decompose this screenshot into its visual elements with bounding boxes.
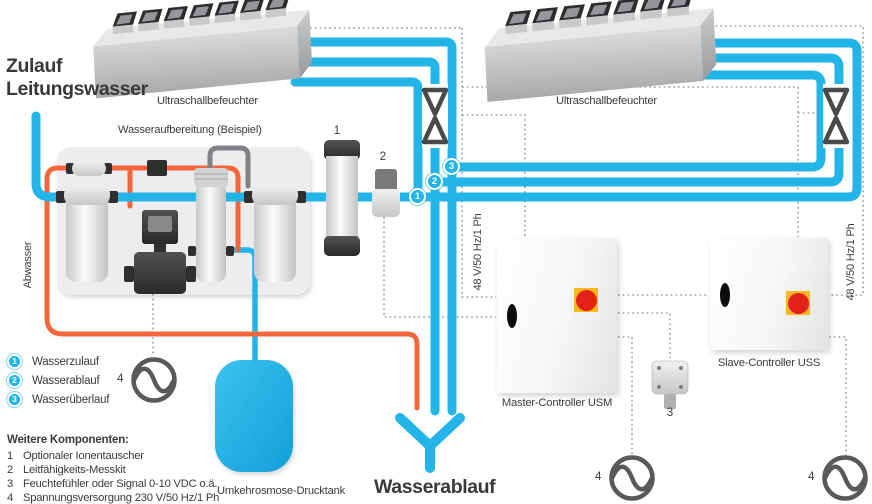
valve-icon-right xyxy=(822,84,850,148)
legend-label-1: Wasserzulauf xyxy=(32,355,99,368)
voltage-right-label: 48 V/50 Hz/1 Ph xyxy=(845,223,857,301)
legend-item-overflow: 3 Wasserüberlauf xyxy=(7,392,110,407)
slave-display-oval xyxy=(720,283,730,307)
component-item-label: Feuchtefühler oder Signal 0-10 VDC o.ä. xyxy=(23,478,218,490)
ion-exchanger-number: 1 xyxy=(333,125,341,137)
power-left-number: 4 xyxy=(117,373,124,385)
pipe-marker-2: 2 xyxy=(426,173,443,190)
humidifier-right-label: Ultraschallbefeuchter xyxy=(556,95,657,107)
red-button-icon xyxy=(787,292,809,314)
ion-exchanger xyxy=(324,140,360,256)
pipe-inlet xyxy=(31,38,862,202)
water-pipes xyxy=(31,37,862,416)
power-supply-icon-right xyxy=(825,458,866,499)
master-controller-box xyxy=(497,238,617,393)
master-controller-label: Master-Controller USM xyxy=(501,397,613,409)
pump-body xyxy=(134,252,186,294)
components-list-item: 3 Feuchtefühler oder Signal 0-10 VDC o.ä… xyxy=(7,478,218,490)
slave-controller-box xyxy=(710,238,828,350)
components-list-item: 2 Leitfähigkeits-Messkit xyxy=(7,464,126,476)
power-mid-number: 4 xyxy=(595,471,602,483)
component-item-number: 2 xyxy=(7,464,14,476)
wastewater-label: Abwasser xyxy=(22,241,34,289)
components-list-item: 4 Spannungsversorgung 230 V/50 Hz/1 Ph xyxy=(7,492,219,504)
component-item-label: Leitfähigkeits-Messkit xyxy=(23,464,126,476)
master-power-button xyxy=(574,288,598,312)
pipe-marker-3: 3 xyxy=(443,158,460,175)
components-list-title: Weitere Komponenten: xyxy=(7,434,129,446)
conductivity-kit-number: 2 xyxy=(379,151,387,163)
pipe-marker-1: 1 xyxy=(409,188,426,205)
inline-filter xyxy=(72,161,106,176)
power-supply-icon-mid xyxy=(612,458,653,499)
conductivity-kit xyxy=(372,169,400,217)
valve-icon-left xyxy=(421,84,449,148)
filter-cartridge xyxy=(254,190,296,282)
outlet-header: Wasserablauf xyxy=(374,476,496,498)
component-item-number: 1 xyxy=(7,450,14,462)
components-list-item: 1 Optionaler Ionentauscher xyxy=(7,450,144,462)
humidifier-unit-right xyxy=(482,0,718,103)
master-display-oval xyxy=(507,304,517,328)
component-item-label: Optionaler Ionentauscher xyxy=(23,450,144,462)
component-item-number: 3 xyxy=(7,478,14,490)
ro-pressure-tank xyxy=(215,360,293,472)
filter-cartridge xyxy=(66,190,108,282)
pipe-overflow xyxy=(290,37,457,416)
membrane-housing xyxy=(196,182,226,282)
legend-item-drain: 2 Wasserablauf xyxy=(7,373,100,388)
slave-power-button xyxy=(786,291,810,315)
inlet-header-line2: Leitungswasser xyxy=(6,78,148,100)
sensor-number: 3 xyxy=(666,407,674,419)
humidity-sensor-icon xyxy=(651,360,689,409)
voltage-left-label: 48 V/50 Hz/1 Ph xyxy=(472,213,484,291)
legend-circle-3: 3 xyxy=(7,392,22,407)
red-button-icon xyxy=(575,289,597,311)
component-item-number: 4 xyxy=(7,492,14,504)
component-item-label: Spannungsversorgung 230 V/50 Hz/1 Ph xyxy=(23,492,220,504)
pipe-overflow-right xyxy=(447,70,826,172)
legend-circle-2: 2 xyxy=(7,373,22,388)
pipe-drain xyxy=(290,57,440,416)
legend-label-3: Wasserüberlauf xyxy=(32,393,110,406)
inlet-header: Zulauf Leitungswasser xyxy=(6,55,148,101)
treatment-label: Wasseraufbereitung (Beispiel) xyxy=(118,124,262,136)
slave-controller-label: Slave-Controller USS xyxy=(717,357,821,369)
pipe-inlet-riser xyxy=(290,77,423,202)
power-supply-icon-left xyxy=(134,360,175,401)
treatment-panel-internals xyxy=(56,145,306,294)
legend-circle-1: 1 xyxy=(7,354,22,369)
inlet-header-line1: Zulauf xyxy=(6,55,63,77)
humidifier-left-label: Ultraschallbefeuchter xyxy=(157,95,258,107)
drain-funnel-icon xyxy=(395,413,465,473)
legend-label-2: Wasserablauf xyxy=(32,374,100,387)
tank-label: Umkehrosmose-Drucktank xyxy=(217,485,346,497)
legend-item-inlet: 1 Wasserzulauf xyxy=(7,354,99,369)
power-right-number: 4 xyxy=(808,471,815,483)
